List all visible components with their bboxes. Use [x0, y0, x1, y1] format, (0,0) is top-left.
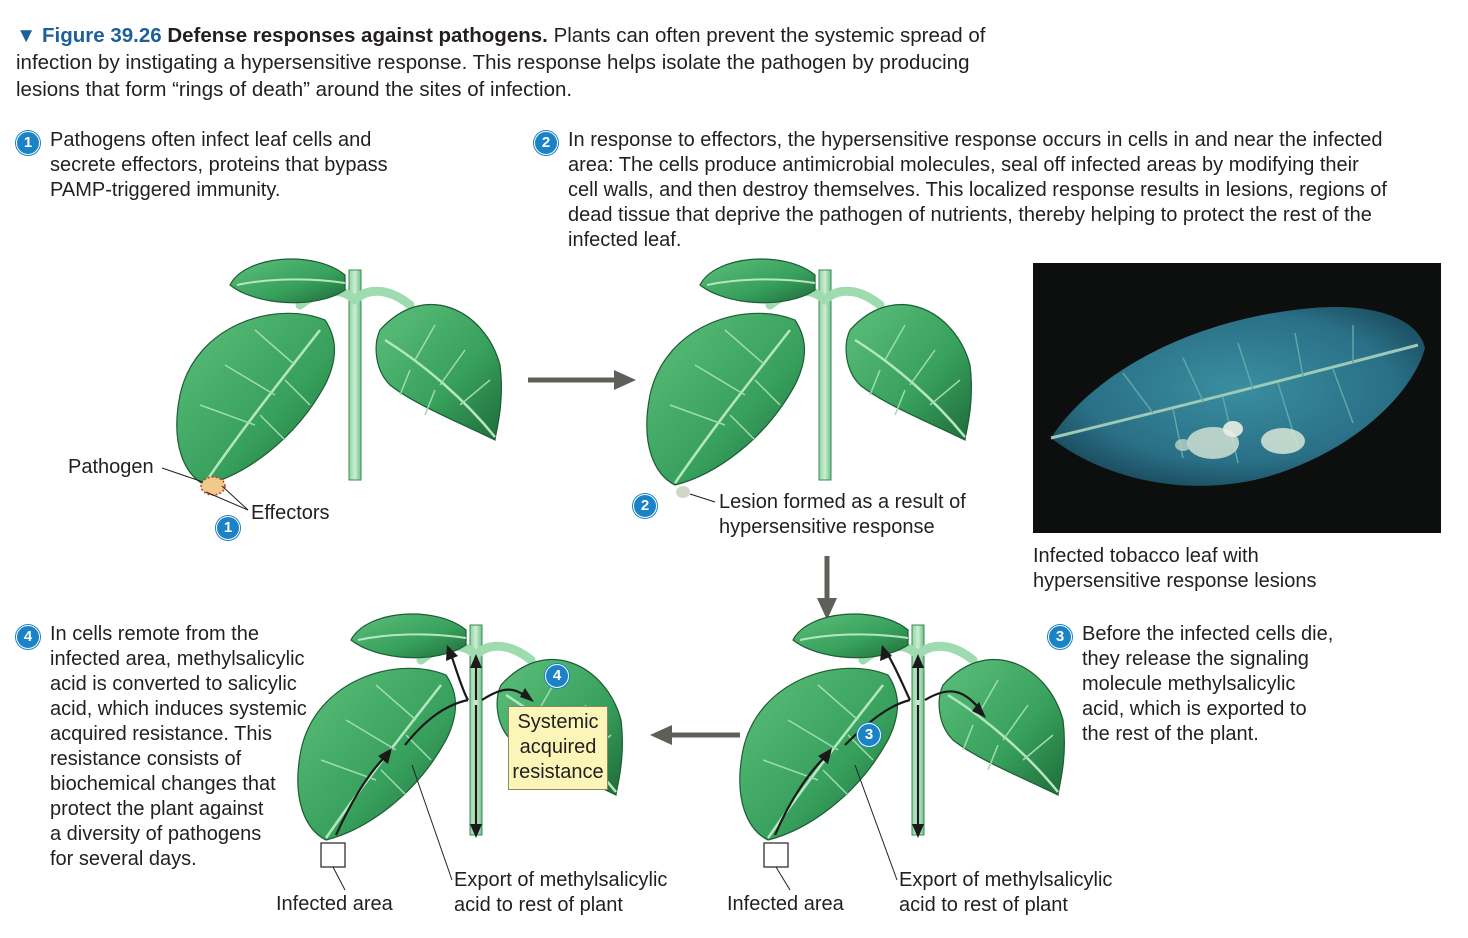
export-leader-3 — [854, 764, 898, 881]
figure-description: Plants can often prevent the systemic sp… — [16, 24, 986, 101]
systemic-acquired-resistance-box: Systemic acquired resistance — [508, 706, 608, 790]
export-label-line: acid to rest of plant — [899, 894, 1068, 916]
step-1-number: 1 — [16, 131, 40, 155]
badge-step-1: 1 — [216, 516, 240, 540]
pathogen-label: Pathogen — [68, 456, 154, 478]
step-4-text: In cells remote from the infected area, … — [50, 622, 307, 872]
pathogen-leader — [161, 467, 204, 483]
arrow-left — [650, 725, 740, 745]
step-4-line: resistance consists of — [50, 748, 242, 770]
step-1-text: Pathogens often infect leaf cells and se… — [50, 128, 388, 203]
step-2-line: dead tissue that deprive the pathogen of… — [568, 204, 1372, 226]
infected-area-box-3 — [763, 842, 789, 868]
photo-caption: Infected tobacco leaf with hypersensitiv… — [1033, 544, 1317, 594]
photo-caption-line: Infected tobacco leaf with — [1033, 545, 1259, 567]
step-1-line: Pathogens often infect leaf cells and — [50, 129, 372, 151]
lesion-spot — [676, 486, 690, 498]
step-4-line: acid is converted to salicylic — [50, 673, 297, 695]
export-arrowheads-plant-3 — [818, 645, 986, 838]
export-label-3: Export of methylsalicylic acid to rest o… — [899, 868, 1112, 918]
step-2: 2 In response to effectors, the hypersen… — [534, 128, 1454, 258]
photo-leaf-drawing — [1050, 307, 1425, 486]
step-3-line: the rest of the plant. — [1082, 723, 1259, 745]
sar-line: resistance — [512, 761, 604, 783]
lesion-leader — [689, 493, 716, 503]
infected-leaf-photo — [1033, 263, 1441, 533]
step-4-line: infected area, methylsalicylic — [50, 648, 305, 670]
export-label-line: acid to rest of plant — [454, 894, 623, 916]
infected-area-label-3: Infected area — [727, 893, 844, 915]
figure-title: Defense responses against pathogens. — [167, 24, 548, 47]
figure-number: Figure 39.26 — [42, 24, 162, 47]
pathogen-spot — [200, 476, 226, 496]
step-3-line: molecule methylsalicylic — [1082, 673, 1296, 695]
lesion-label: Lesion formed as a result of hypersensit… — [719, 490, 966, 540]
step-4-line: protect the plant against — [50, 798, 264, 820]
effectors-leader-a — [221, 485, 249, 511]
infected-area-label-4: Infected area — [276, 893, 393, 915]
step-4: 4 In cells remote from the infected area… — [16, 622, 336, 872]
step-4-line: for several days. — [50, 848, 197, 870]
step-1-line: PAMP-triggered immunity. — [50, 179, 281, 201]
step-2-line: infected leaf. — [568, 229, 682, 251]
step-2-line: area: The cells produce antimicrobial mo… — [568, 154, 1359, 176]
plant-1-illustration — [177, 259, 502, 485]
step-3: 3 Before the infected cells die, they re… — [1048, 622, 1378, 752]
step-3-text: Before the infected cells die, they rele… — [1082, 622, 1333, 747]
lesion-label-line: hypersensitive response — [719, 516, 935, 538]
sar-line: acquired — [519, 736, 597, 758]
step-3-line: they release the signaling — [1082, 648, 1309, 670]
step-4-line: biochemical changes that — [50, 773, 276, 795]
plant-2-illustration — [647, 259, 972, 485]
arrow-right — [528, 370, 636, 390]
step-4-line: acquired resistance. This — [50, 723, 272, 745]
export-label-line: Export of methylsalicylic — [899, 869, 1113, 891]
export-label-4: Export of methylsalicylic acid to rest o… — [454, 868, 667, 918]
step-4-line: a diversity of pathogens — [50, 823, 262, 845]
arrow-down — [817, 556, 837, 620]
export-label-line: Export of methylsalicylic — [454, 869, 668, 891]
step-2-number: 2 — [534, 131, 558, 155]
step-1: 1 Pathogens often infect leaf cells and … — [16, 128, 436, 208]
sar-line: Systemic — [517, 711, 599, 733]
export-leader-4 — [411, 764, 453, 881]
infected-area-leader-3 — [775, 866, 791, 891]
lesion-label-line: Lesion formed as a result of — [719, 491, 966, 513]
step-2-text: In response to effectors, the hypersensi… — [568, 128, 1387, 253]
badge-step-3: 3 — [857, 723, 881, 747]
badge-step-2: 2 — [633, 494, 657, 518]
step-4-line: acid, which induces systemic — [50, 698, 307, 720]
step-3-line: acid, which is exported to — [1082, 698, 1307, 720]
export-arrowheads-plant-4 — [378, 645, 534, 838]
step-1-line: secrete effectors, proteins that bypass — [50, 154, 388, 176]
step-3-line: Before the infected cells die, — [1082, 623, 1334, 645]
step-2-line: cell walls, and then destroy themselves.… — [568, 179, 1387, 201]
figure-marker: ▼ — [16, 24, 37, 47]
photo-caption-line: hypersensitive response lesions — [1033, 570, 1317, 592]
infected-area-leader-4 — [332, 866, 346, 891]
step-4-number: 4 — [16, 625, 40, 649]
step-4-line: In cells remote from the — [50, 623, 259, 645]
effectors-leader-b — [205, 491, 249, 511]
step-3-number: 3 — [1048, 625, 1072, 649]
figure-caption: ▼ Figure 39.26 Defense responses against… — [16, 22, 1026, 103]
badge-step-4: 4 — [545, 664, 569, 688]
step-2-line: In response to effectors, the hypersensi… — [568, 129, 1383, 151]
effectors-label: Effectors — [251, 502, 330, 524]
